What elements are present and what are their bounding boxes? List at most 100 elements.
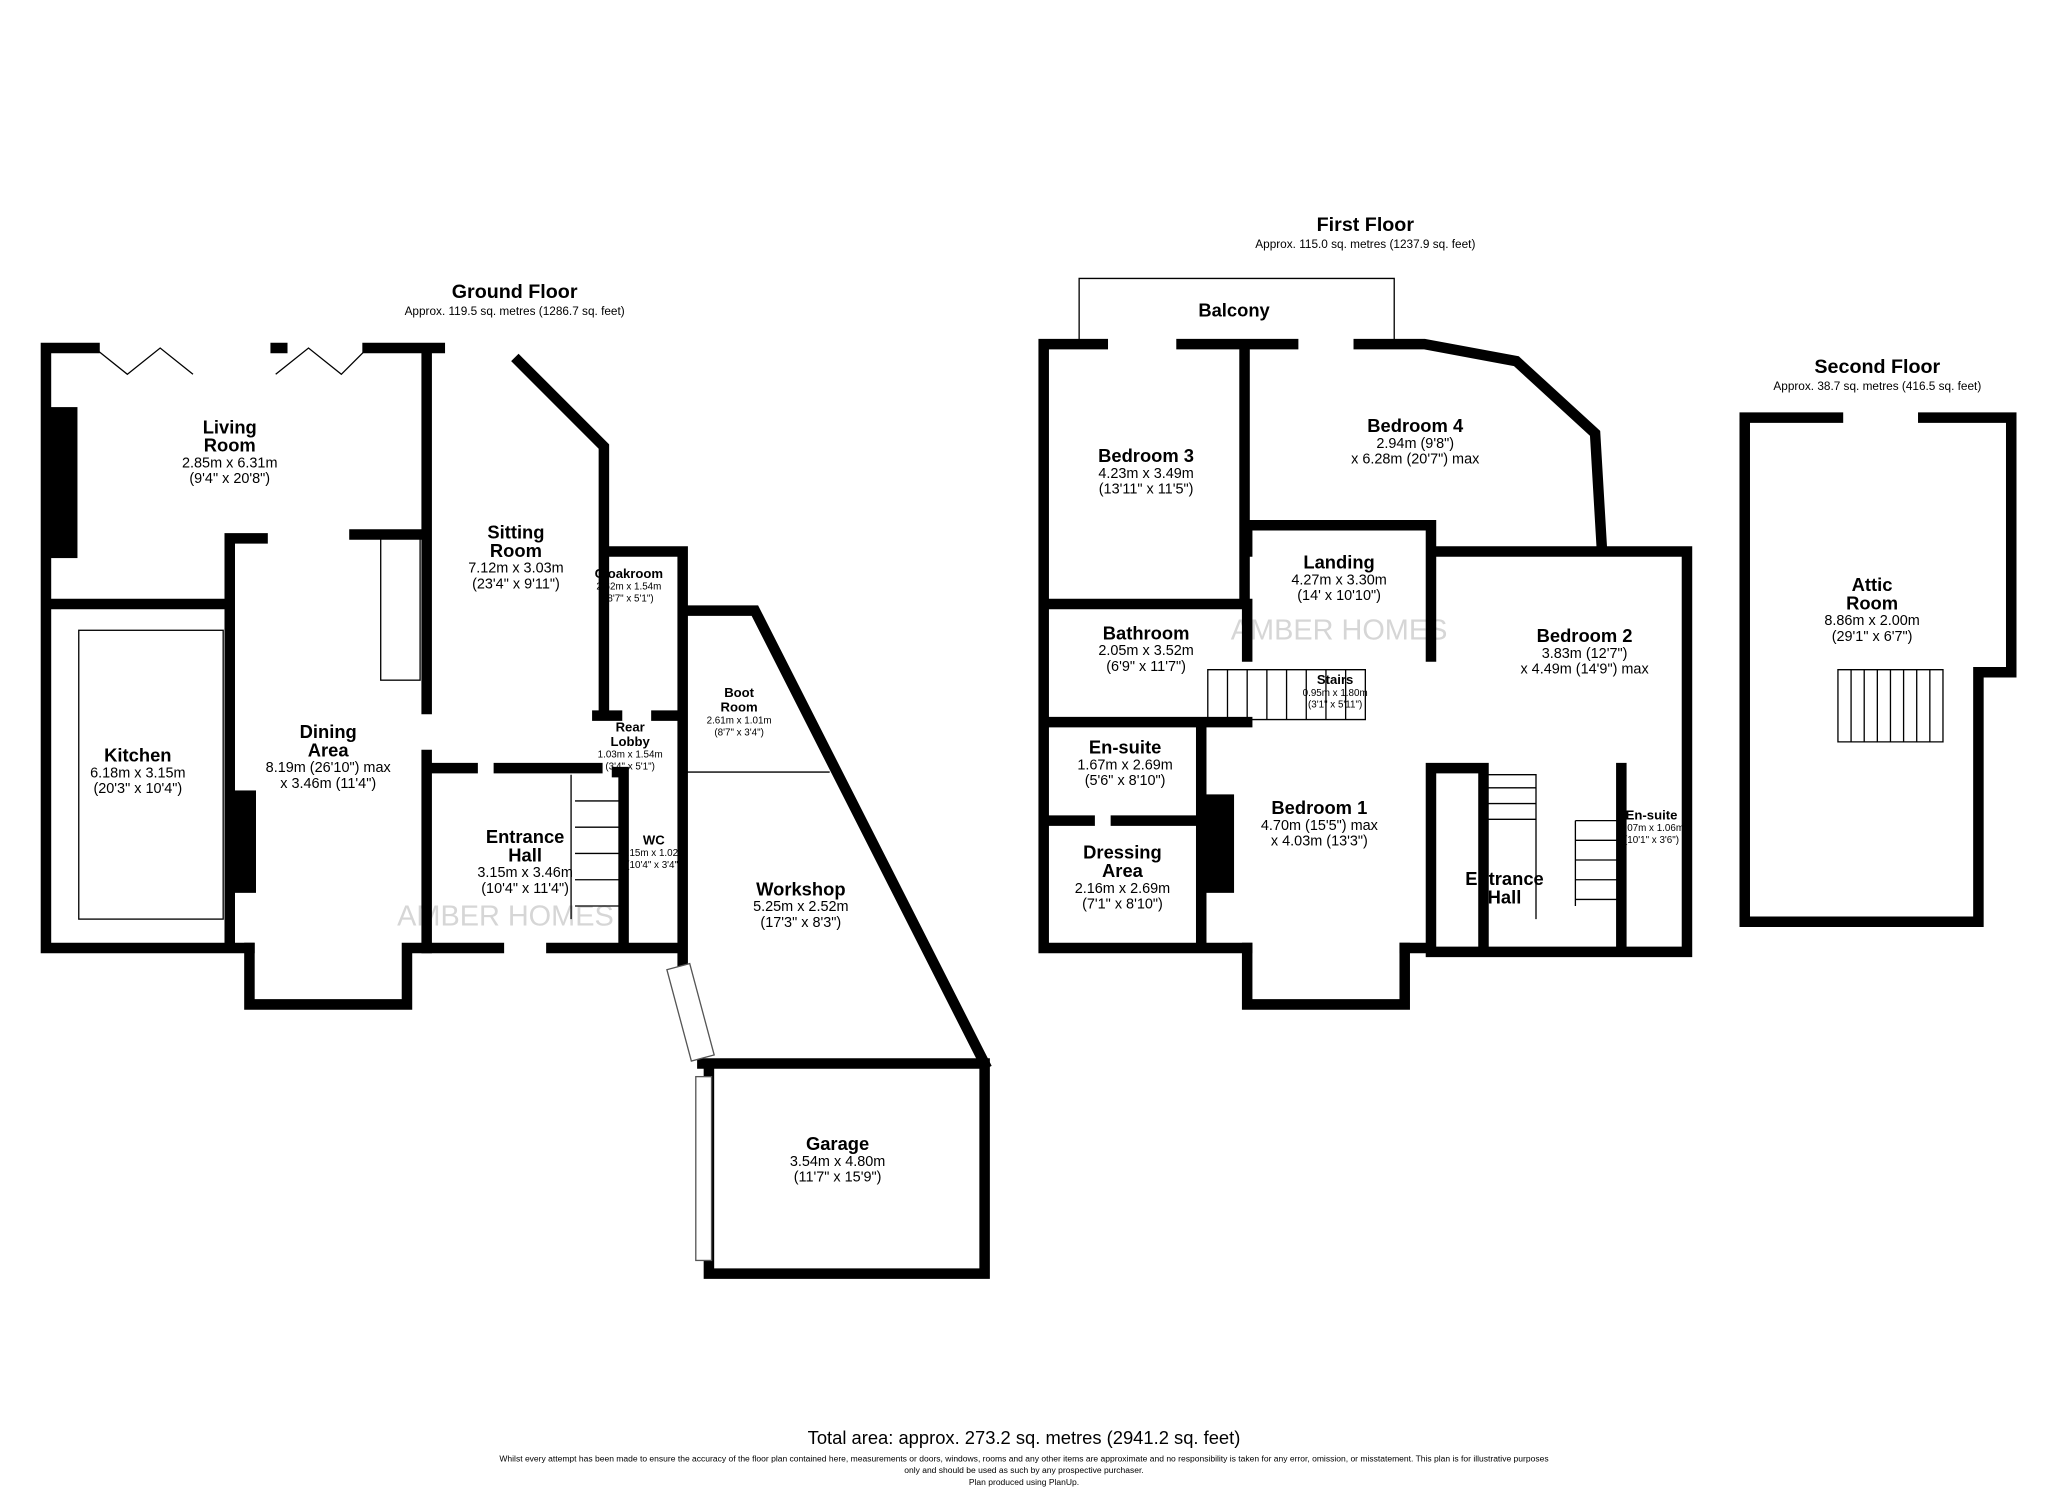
ground-floor-area: Approx. 119.5 sq. metres (1286.7 sq. fee… [405,304,625,318]
room-name: En-suite [1089,737,1161,758]
room-dimensions: (7'1" x 8'10") [1082,897,1163,913]
room-label-wc: WC3.15m x 1.02m(10'4" x 3'4") [621,832,686,871]
first-floor-title: First Floor [1317,214,1415,236]
room-dimensions: x 3.46m (11'4") [280,776,376,792]
room-dimensions: 0.95m x 1.80m [1303,688,1368,699]
room-dimensions: 1.03m x 1.54m [598,750,663,761]
total-area: Total area: approx. 273.2 sq. metres (29… [808,1427,1241,1448]
room-name: Garage [806,1133,869,1154]
room-name: Hall [1488,886,1522,907]
room-label-bedroom-2: Bedroom 23.83m (12'7")x 4.49m (14'9") ma… [1520,625,1649,678]
room-name: Bedroom 1 [1271,797,1367,818]
room-dimensions: x 4.03m (13'3") [1271,834,1368,850]
room-dimensions: 2.16m x 2.69m [1075,881,1171,897]
room-name: Bedroom 4 [1367,415,1464,436]
room-dimensions: 8.19m (26'10") max [266,760,392,776]
room-dimensions: (5'6" x 8'10") [1085,773,1166,789]
room-dimensions: (13'11" x 11'5") [1099,482,1194,498]
second-floor-walls [1739,412,2017,927]
room-dimensions: 2.05m x 3.52m [1098,643,1194,659]
room-name: Entrance [486,826,565,847]
first-floor-walls [1038,277,1693,1010]
room-dimensions: 3.83m (12'7") [1542,646,1628,662]
room-dimensions: (11'7" x 15'9") [794,1170,882,1186]
room-dimensions: 2.61m x 1.01m [707,715,772,726]
watermark-text: AMBER HOMES [1231,614,1448,646]
room-name: Bedroom 3 [1098,445,1194,466]
fireplace [48,407,78,559]
room-name: Bathroom [1103,622,1190,643]
room-name: Landing [1303,552,1374,573]
room-dimensions: 4.70m (15'5") max [1261,818,1379,834]
room-dimensions: (10'4" x 3'4") [626,860,681,871]
room-dimensions: x 6.28m (20'7") max [1351,452,1480,468]
dining-units [380,537,421,681]
room-dimensions: 7.12m x 3.03m [468,561,564,577]
room-dimensions: 3.07m x 1.06m [1619,823,1684,834]
workshop-window [666,962,715,1062]
room-dimensions: (23'4" x 9'11") [472,576,560,592]
chimney-breast [229,790,256,893]
room-name: Lobby [610,734,650,749]
disclaimer-line-2: only and should be used as such by any p… [904,1465,1144,1475]
room-dimensions: 2.94m (9'8") [1376,436,1454,452]
room-name: Room [204,435,256,456]
room-dimensions: 3.15m x 3.46m [477,865,573,881]
room-dimensions: (29'1" x 6'7") [1832,629,1913,645]
room-dimensions: (14' x 10'10") [1297,588,1381,604]
room-dimensions: 1.67m x 2.69m [1077,757,1173,773]
room-dimensions: 5.25m x 2.52m [753,899,849,915]
room-dimensions: x 4.49m (14'9") max [1520,662,1649,678]
room-dimensions: 2.62m x 1.54m [596,582,661,593]
room-label-balcony: Balcony [1198,300,1270,321]
room-name: Area [1102,860,1144,881]
room-dimensions: (10'1" x 3'6") [1624,835,1679,846]
first-floor-area: Approx. 115.0 sq. metres (1237.9 sq. fee… [1255,237,1475,251]
room-name: En-suite [1626,807,1678,822]
room-dimensions: 3.54m x 4.80m [790,1154,886,1170]
room-dimensions: 8.86m x 2.00m [1824,613,1920,629]
room-dimensions: (17'3" x 8'3") [760,915,841,931]
plan-produced-by: Plan produced using PlanUp. [969,1477,1079,1487]
second-floor-area: Approx. 38.7 sq. metres (416.5 sq. feet) [1773,379,1981,393]
room-dimensions: (6'9" x 11'7") [1106,659,1186,675]
room-name: Entrance [1465,868,1544,889]
room-name: Room [490,540,542,561]
room-dimensions: (20'3" x 10'4") [93,781,182,797]
room-name: WC [643,832,665,847]
room-name: Workshop [756,878,845,899]
room-name: Cloakroom [595,566,663,581]
room-dimensions: (3'1" x 5'11") [1308,700,1362,711]
room-name: Dressing [1083,842,1162,863]
room-name: Attic [1852,574,1893,595]
disclaimer-line-1: Whilst every attempt has been made to en… [499,1453,1548,1463]
room-name: Room [721,700,758,715]
room-dimensions: (10'4" x 11'4") [481,881,569,897]
room-name: Sitting [487,521,544,542]
room-dimensions: 2.85m x 6.31m [182,455,278,471]
room-name: Hall [508,844,542,865]
room-label-bedroom-3: Bedroom 34.23m x 3.49m(13'11" x 11'5") [1098,445,1194,498]
room-name: Room [1846,592,1898,613]
room-dimensions: 6.18m x 3.15m [90,765,186,781]
garage-door [695,1075,713,1262]
room-name: Balcony [1198,300,1270,321]
room-name: Dining [300,721,357,742]
room-name: Rear [616,719,645,734]
room-dimensions: (3'4" x 5'1") [605,761,655,772]
kitchen-units [78,629,224,920]
